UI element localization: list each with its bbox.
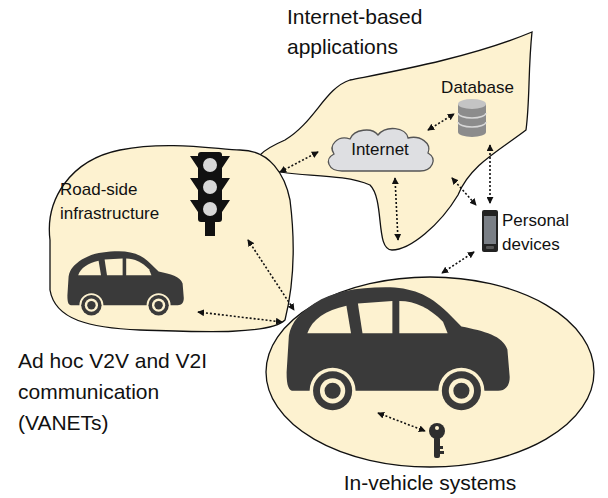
- region-heading: Internet-based applications: [287, 2, 452, 62]
- device-node: Personal devices: [478, 205, 600, 260]
- link-arrow: [489, 145, 491, 203]
- region-outline: [266, 277, 594, 467]
- node-outline: [265, 276, 595, 468]
- region-outline: [257, 32, 532, 250]
- region-heading: In-vehicle systems: [265, 472, 595, 494]
- region-blob: Ad hoc V2V and V2I communication (VANETs…: [40, 140, 300, 335]
- region-outline: [49, 146, 293, 332]
- region-ellipse: In-vehicle systems: [265, 276, 595, 468]
- link-arrow: [442, 252, 474, 273]
- database-label: Database: [425, 78, 530, 98]
- database-node: Database: [425, 78, 530, 140]
- cloud-node: Internet: [322, 125, 438, 175]
- database-icon: [458, 99, 486, 137]
- phone-icon: [482, 210, 498, 252]
- node-outline: [40, 140, 300, 335]
- cloud-label: Internet: [351, 140, 409, 160]
- device-label: Personal devices: [502, 209, 598, 257]
- region-heading: Ad hoc V2V and V2I communication (VANETs…: [18, 345, 233, 438]
- cloud-outline: [328, 129, 433, 171]
- region-blob: Internet-based applicationsInternetDatab…: [245, 28, 535, 255]
- infrastructure-label: Road-side infrastructure: [60, 178, 190, 226]
- infrastructure-node: Road-side infrastructure: [58, 150, 228, 235]
